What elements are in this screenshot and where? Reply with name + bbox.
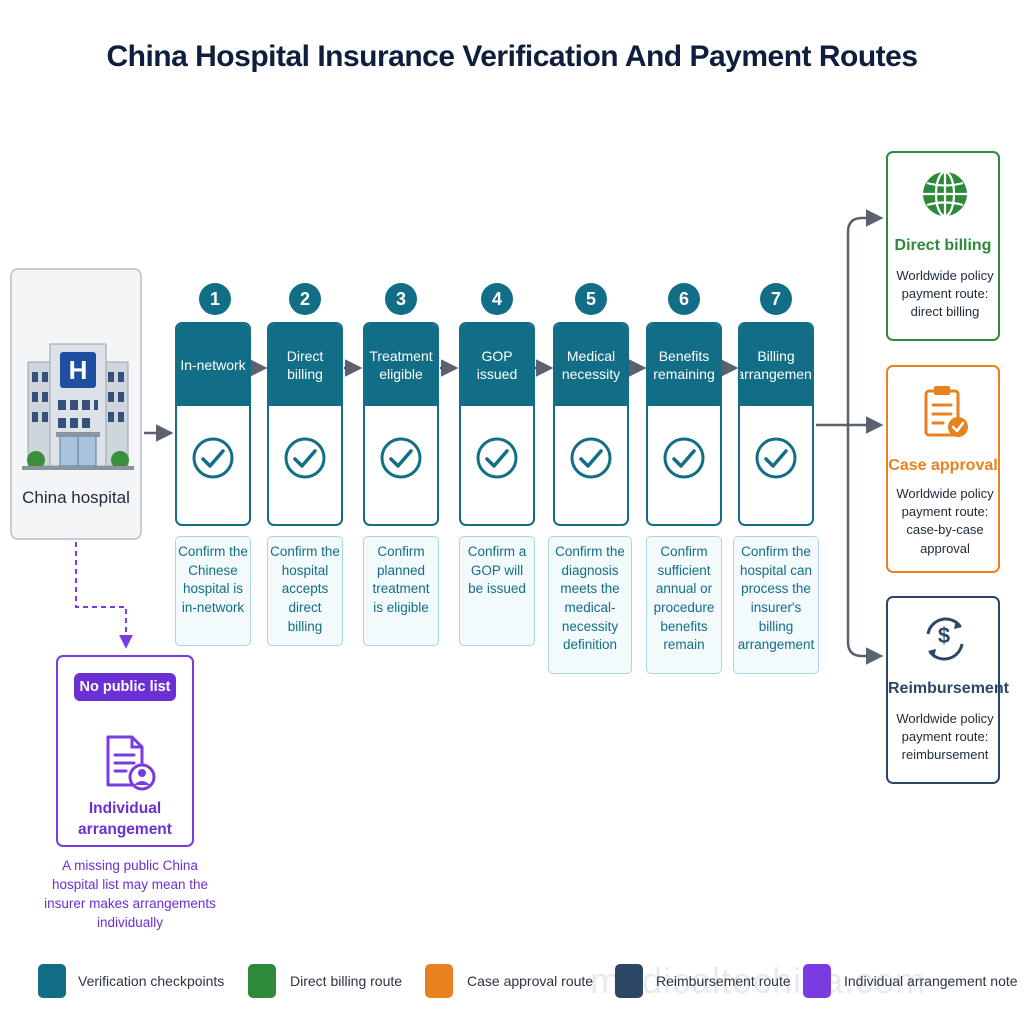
step-5-card: Medical necessity [553,322,629,526]
route-description: Worldwide policy payment route: reimburs… [896,711,994,763]
hospital-sign: H [68,355,88,385]
step-5-number-badge: 5 [575,283,607,315]
step-7-number-badge: 7 [760,283,792,315]
step-6-description: Confirm sufficient annual or procedure b… [646,536,722,674]
route-title: Direct billing [894,237,992,254]
case-approval-route-card: Case approval Worldwide policy payment r… [886,365,1000,573]
arrow-to-direct-billing [846,209,884,425]
route-description: Worldwide policy payment route: direct b… [896,268,994,320]
legend-swatch-verification [38,964,66,998]
direct-billing-route-card: Direct billing Worldwide policy payment … [886,151,1000,341]
reimbursement-route-card: $ Reimbursement Worldwide policy payment… [886,596,1009,784]
individual-arrangement-box: No public list Individual arrangement [56,655,194,847]
legend-swatch-direct-billing [248,964,276,998]
dashed-arrow-to-individual [75,542,133,649]
step-label: GOP issued [461,324,533,406]
route-title: Reimbursement [888,680,1009,697]
check-circle-icon [476,437,518,479]
check-circle-icon [192,437,234,479]
globe-icon [923,170,967,218]
step-label: In-network [177,324,249,406]
dollar-cycle-icon [926,617,964,661]
step-2-number-badge: 2 [289,283,321,315]
page-title: China Hospital Insurance Verification An… [106,40,918,73]
step-number: 7 [760,283,792,315]
check-circle-icon [663,437,705,479]
check-circle-icon [284,437,326,479]
hospital-box: H China hospital [10,268,142,540]
route-title: Case approval [888,457,998,474]
dollar-glyph-icon: $ [937,623,951,648]
check-circle-icon [755,437,797,479]
legend-swatch-individual [803,964,831,998]
step-4-description: Confirm a GOP will be issued [459,536,535,646]
step-2-description: Confirm the hospital accepts direct bill… [267,536,343,646]
step-label: Billing arrangement [740,324,812,406]
step-label: Treatment eligible [365,324,437,406]
step-1-number-badge: 1 [199,283,231,315]
no-public-list-pill: No public list [74,673,176,701]
hospital-label: China hospital [22,488,130,507]
document-person-icon [106,735,156,791]
hospital-building-icon [22,343,134,470]
step-number: 6 [668,283,700,315]
legend-label-case-approval: Case approval route [467,973,594,989]
clipboard-check-icon [924,386,968,437]
legend-label-direct-billing: Direct billing route [290,973,403,989]
step-label: Direct billing [269,324,341,406]
legend-label-reimbursement: Reimbursement route [656,973,791,989]
individual-arrangement-title: Individual arrangement [78,800,172,838]
check-circle-icon [380,437,422,479]
step-3-card: Treatment eligible [363,322,439,526]
step-number: 3 [385,283,417,315]
individual-arrangement-note: A missing public China hospital list may… [44,858,216,930]
step-number: 1 [199,283,231,315]
step-6-number-badge: 6 [668,283,700,315]
step-number: 4 [481,283,513,315]
legend-swatch-reimbursement [615,964,643,998]
step-number: 5 [575,283,607,315]
check-circle-icon [570,437,612,479]
legend-label-individual: Individual arrangement note [844,973,1018,989]
legend-swatch-case-approval [425,964,453,998]
legend-label-verification: Verification checkpoints [78,973,225,989]
step-label: Medical necessity [555,324,627,406]
step-7-description: Confirm the hospital can process the ins… [733,536,819,674]
step-1-description: Confirm the Chinese hospital is in-netwo… [175,536,251,646]
step-3-description: Confirm planned treatment is eligible [363,536,439,646]
step-number: 2 [289,283,321,315]
arrow-to-reimbursement [846,425,884,665]
watermark: medicaltochina.com [590,960,927,1001]
step-3-number-badge: 3 [385,283,417,315]
step-4-card: GOP issued [459,322,535,526]
route-description: Worldwide policy payment route: case-by-… [896,486,994,556]
step-2-card: Direct billing [267,322,343,526]
step-5-description: Confirm the diagnosis meets the medical-… [548,536,632,674]
step-6-card: Benefits remaining [646,322,722,526]
step-label: Benefits remaining [648,324,720,406]
step-1-card: In-network [175,322,251,526]
step-4-number-badge: 4 [481,283,513,315]
step-7-card: Billing arrangement [738,322,814,526]
